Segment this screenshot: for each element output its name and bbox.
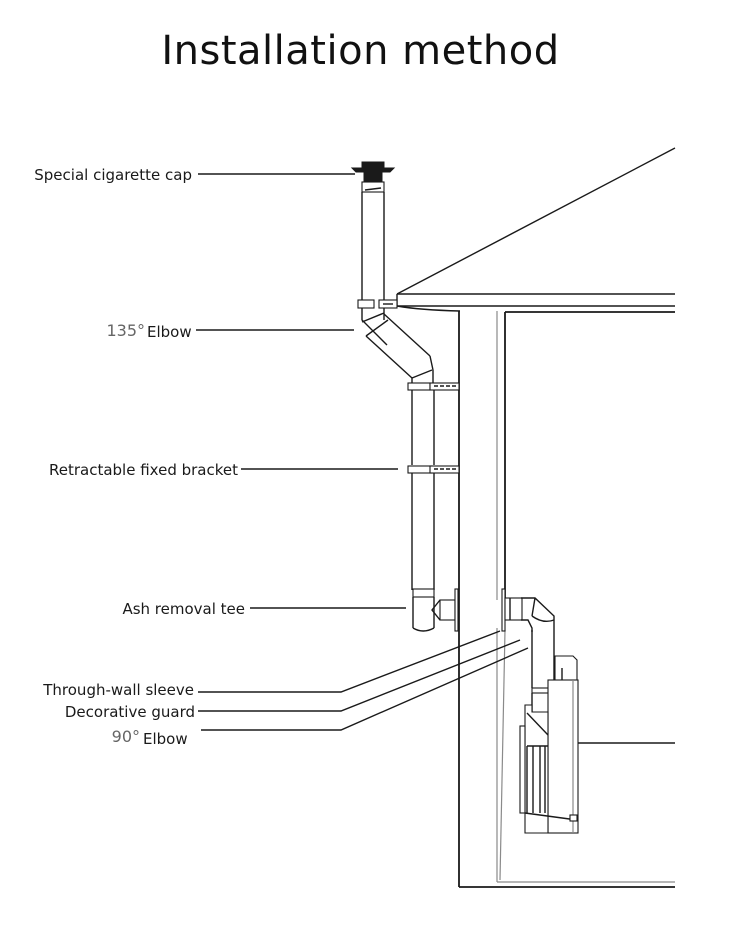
top-pipe bbox=[361, 192, 385, 302]
label-ash-removal-tee: Ash removal tee bbox=[122, 600, 245, 618]
ash-removal-tee bbox=[412, 588, 459, 632]
label-90-elbow: Elbow bbox=[143, 730, 188, 748]
elbow-90 bbox=[521, 597, 555, 632]
chimney-cap bbox=[350, 161, 396, 193]
roof bbox=[396, 147, 676, 313]
stove bbox=[519, 655, 579, 834]
lower-pipe bbox=[411, 473, 435, 590]
bracket-retractable bbox=[407, 465, 460, 474]
label-cigarette-cap: Special cigarette cap bbox=[34, 166, 192, 184]
inner-wall-flange bbox=[501, 588, 523, 632]
exterior-wall bbox=[458, 311, 675, 888]
label-135-elbow: Elbow bbox=[147, 323, 192, 341]
leader-lines bbox=[196, 173, 529, 731]
label-90-degree: 90° bbox=[112, 727, 140, 746]
roof-bracket bbox=[357, 299, 398, 309]
page-title: Installation method bbox=[161, 28, 560, 74]
label-retractable-bracket: Retractable fixed bracket bbox=[49, 461, 238, 479]
bracket-upper bbox=[407, 382, 460, 391]
elbow-135 bbox=[361, 308, 434, 385]
middle-pipe bbox=[411, 390, 435, 465]
label-through-wall-sleeve: Through-wall sleeve bbox=[42, 681, 194, 699]
label-135-degree: 135° bbox=[106, 321, 145, 340]
label-decorative-guard: Decorative guard bbox=[65, 703, 195, 721]
